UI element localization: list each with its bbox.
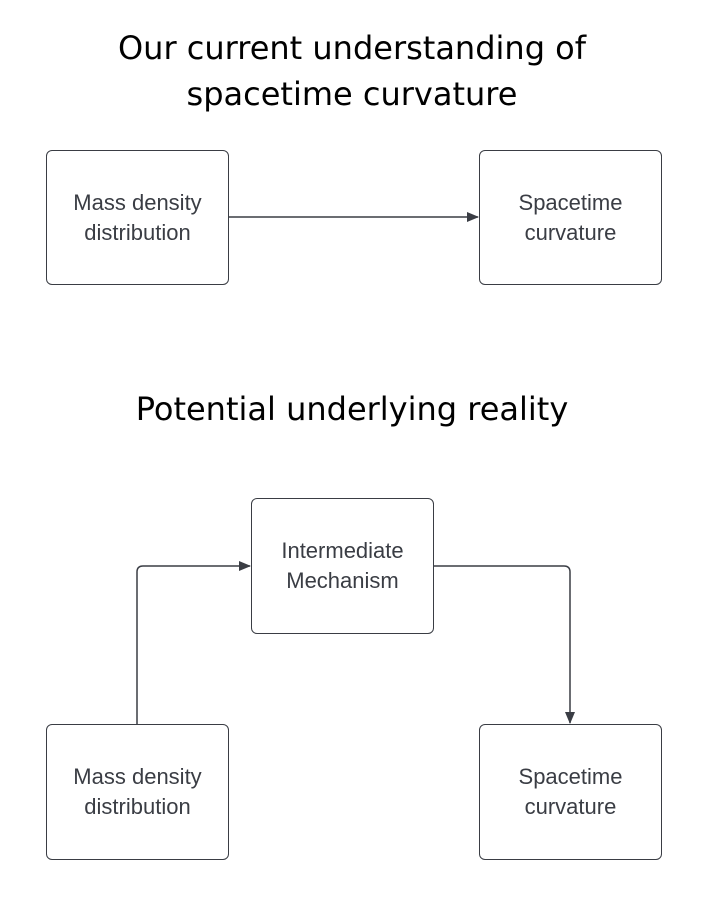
label-line: curvature [524,219,617,245]
diagram-1-title: Our current understanding of spacetime c… [0,25,704,117]
diagram-2-spacetime-box: Spacetime curvature [479,724,662,860]
label-line: distribution [84,794,191,819]
diagram-1-spacetime-box: Spacetime curvature [479,150,662,285]
diagram-1-mass-density-box: Mass density distribution [46,150,229,285]
diagram-2-intermediate-box: Intermediate Mechanism [251,498,434,634]
arrow-intermediate-to-curvature [434,565,575,724]
diagram-2-title: Potential underlying reality [0,386,704,432]
arrow-mass-to-intermediate [136,561,251,724]
diagram-2-mass-density-label: Mass density distribution [73,762,201,822]
label-line: Mass density [73,764,202,789]
diagram-1-spacetime-label: Spacetime curvature [519,188,623,248]
label-line: distribution [84,219,191,245]
diagram-1-title-line-2: spacetime curvature [186,75,518,113]
label-line: Spacetime [518,764,623,789]
diagram-1-title-line-1: Our current understanding of [117,29,587,67]
label-line: curvature [524,794,617,819]
label-line: Mechanism [286,568,399,593]
diagram-2-spacetime-label: Spacetime curvature [519,762,623,822]
label-line: Spacetime [518,189,623,215]
label-line: Intermediate [281,538,404,563]
diagram-2-title-line-1: Potential underlying reality [135,390,569,428]
label-line: Mass density [73,189,202,215]
diagram-2-intermediate-label: Intermediate Mechanism [281,536,403,596]
diagram-1-mass-density-label: Mass density distribution [73,188,201,248]
diagram-2-mass-density-box: Mass density distribution [46,724,229,860]
